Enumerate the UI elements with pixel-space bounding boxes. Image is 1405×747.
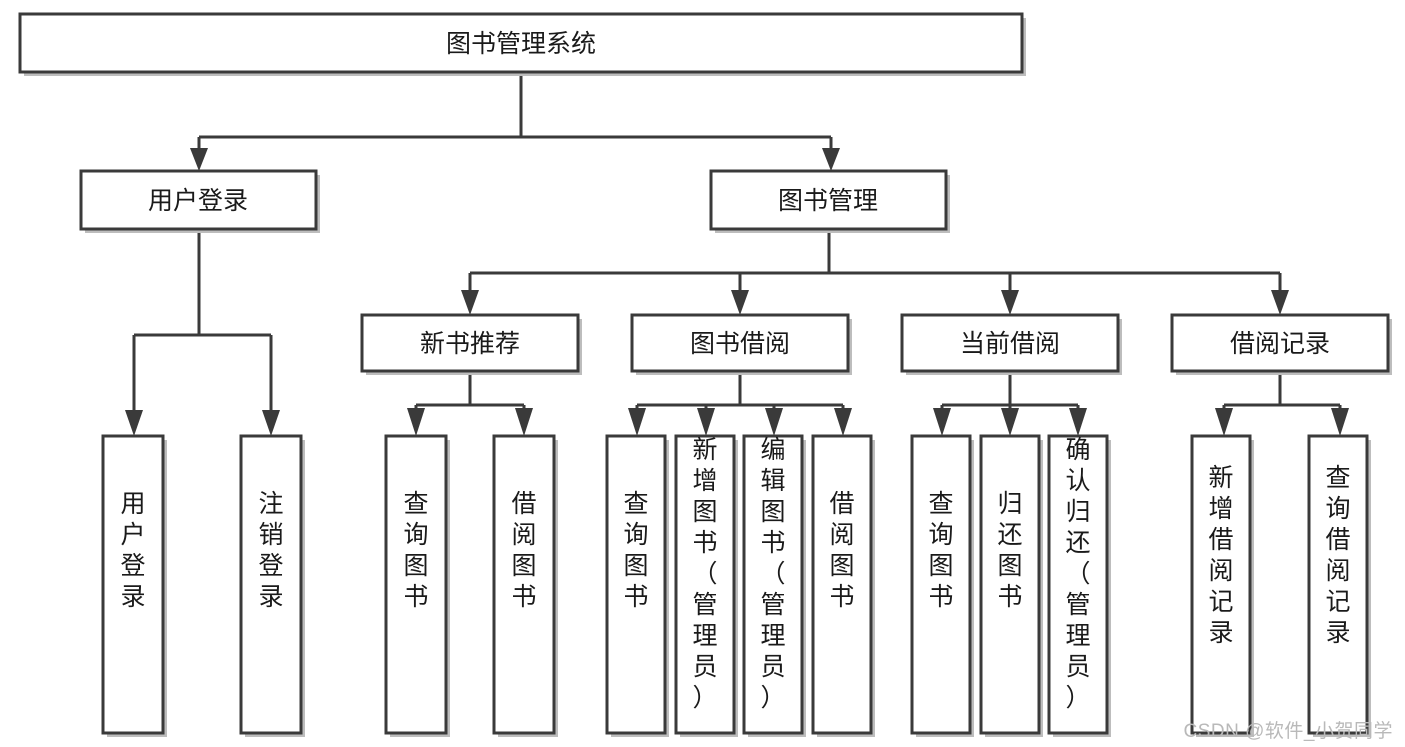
edge-book-borrow-to-bus [635,375,845,413]
node-new-book-recommend[interactable]: 新书推荐 [360,313,582,375]
new-book-recommend-box[interactable] [360,313,580,373]
user-login-label: 用户登录 [148,187,248,215]
arrowhead-to-user-login [190,148,208,171]
book-borrow-label: 图书借阅 [690,330,790,358]
node-leaf-logout-login[interactable]: 注销登录 [239,434,305,737]
node-leaf-query-book-3[interactable]: 查询图书 [910,434,974,737]
leaf-add-book-label: 新增图书（管理员） [692,436,717,712]
new-book-recommend-label: 新书推荐 [420,330,520,358]
arrowhead-leaf-query-record [1331,408,1349,436]
current-borrow-box[interactable] [900,313,1120,373]
leaf-query-record-box[interactable] [1307,434,1369,735]
arrowhead-current-borrow [1001,290,1019,315]
node-borrow-record[interactable]: 借阅记录 [1170,313,1392,375]
node-leaf-edit-book[interactable]: 编辑图书（管理员） [742,434,806,737]
leaf-borrow-book-2-label: 借阅图书 [829,490,854,611]
arrowhead-borrow-record [1271,290,1289,315]
arrowhead-book-borrow [731,290,749,315]
borrow-record-box[interactable] [1170,313,1390,373]
node-book-management[interactable]: 图书管理 [709,169,950,233]
edge-new-book-recommend-to-bus [414,375,526,413]
leaf-query-book-1-label: 查询图书 [403,490,428,611]
book-management-box[interactable] [709,169,948,231]
node-leaf-borrow-book-2[interactable]: 借阅图书 [811,434,875,737]
book-management-label: 图书管理 [778,187,878,215]
leaf-confirm-return-box[interactable] [1047,434,1109,735]
arrowhead-new-book-recommend [461,290,479,315]
root-label: 图书管理系统 [446,30,596,58]
edge-user-login-to-bus [132,233,273,413]
leaf-borrow-book-1-label: 借阅图书 [511,490,536,611]
leaf-edit-book-box[interactable] [742,434,804,735]
node-user-login[interactable]: 用户登录 [79,169,320,233]
root-box[interactable] [18,12,1024,74]
edge-layer [125,76,1349,436]
leaf-borrow-book-2-box[interactable] [811,434,873,735]
node-leaf-borrow-book-1[interactable]: 借阅图书 [492,434,558,737]
edge-borrow-record-to-bus [1222,375,1342,413]
leaf-query-book-2-label: 查询图书 [623,490,648,611]
arrowhead-leaf-add-book [697,408,715,436]
node-leaf-query-book-2[interactable]: 查询图书 [605,434,669,737]
leaf-logout-login-label: 注销登录 [258,490,283,611]
arrowhead-leaf-borrow-book-2 [834,408,852,436]
node-leaf-add-record[interactable]: 新增借阅记录 [1190,434,1254,737]
leaf-return-book-label: 归还图书 [997,490,1022,611]
leaf-add-record-label: 新增借阅记录 [1208,464,1233,647]
arrowhead-leaf-query-book-2 [628,408,646,436]
leaf-add-record-box[interactable] [1190,434,1252,735]
current-borrow-label: 当前借阅 [960,330,1060,358]
leaf-return-book-box[interactable] [979,434,1041,735]
user-login-box[interactable] [79,169,318,231]
leaf-user-login-label: 用户登录 [120,490,145,611]
node-leaf-user-login[interactable]: 用户登录 [101,434,167,737]
arrowhead-leaf-query-book-3 [933,408,951,436]
borrow-record-label: 借阅记录 [1230,330,1330,358]
leaf-borrow-book-1-box[interactable] [492,434,556,735]
arrowhead-leaf-confirm-return [1069,408,1087,436]
leaf-query-record-label: 查询借阅记录 [1325,464,1350,647]
edge-root-to-level2-bus [197,76,833,160]
arrowhead-leaf-query-book-1 [407,408,425,436]
leaf-confirm-return-label: 确认归还（管理员） [1065,436,1090,712]
leaf-query-book-2-box[interactable] [605,434,667,735]
edge-current-borrow-to-bus [940,375,1080,413]
leaf-query-book-1-box[interactable] [384,434,448,735]
arrowhead-leaf-borrow-book-1 [515,408,533,436]
arrowhead-leaf-add-record [1215,408,1233,436]
leaf-query-book-3-box[interactable] [910,434,972,735]
arrowhead-leaf-user-login [125,410,143,436]
node-book-borrow[interactable]: 图书借阅 [630,313,852,375]
leaf-add-book-box[interactable] [674,434,736,735]
leaf-edit-book-label: 编辑图书（管理员） [760,436,785,712]
arrowhead-leaf-edit-book [765,408,783,436]
edge-book-management-to-bus [468,233,1282,293]
node-leaf-add-book[interactable]: 新增图书（管理员） [674,434,738,737]
node-leaf-query-book-1[interactable]: 查询图书 [384,434,450,737]
node-leaf-return-book[interactable]: 归还图书 [979,434,1043,737]
arrowhead-leaf-return-book [1001,408,1019,436]
node-leaf-query-record[interactable]: 查询借阅记录 [1307,434,1371,737]
node-current-borrow[interactable]: 当前借阅 [900,313,1122,375]
arrowhead-leaf-logout-login [262,410,280,436]
node-leaf-confirm-return[interactable]: 确认归还（管理员） [1047,434,1111,737]
node-root[interactable]: 图书管理系统 [18,12,1026,76]
arrowhead-to-book-management [822,148,840,171]
leaf-logout-login-box[interactable] [239,434,303,735]
leaf-user-login-box[interactable] [101,434,165,735]
book-borrow-box[interactable] [630,313,850,373]
leaf-query-book-3-label: 查询图书 [928,490,953,611]
